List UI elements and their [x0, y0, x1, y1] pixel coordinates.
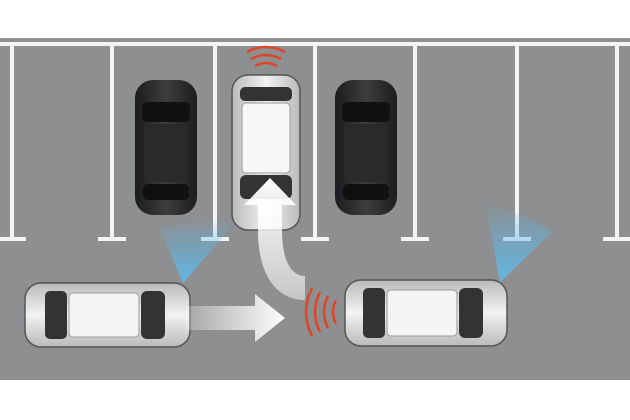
front-sensor-red-waves	[246, 45, 286, 68]
white-car-right	[344, 279, 508, 347]
stall-line-foot	[301, 237, 329, 241]
stall-line	[110, 44, 114, 240]
stall-line	[313, 44, 317, 240]
straight-arrow	[185, 294, 285, 342]
parked-dark-car-right	[335, 80, 397, 215]
blind-spot-blue-fan-right	[486, 205, 552, 282]
stall-line-foot	[603, 237, 630, 241]
stall-line	[615, 44, 619, 240]
stall-line	[10, 44, 14, 240]
moving-white-car-left	[24, 282, 191, 348]
stall-line-foot	[0, 237, 26, 241]
curved-arrow	[244, 178, 305, 300]
stall-line	[213, 44, 217, 240]
parking-white-car-center	[231, 74, 301, 231]
side-sensor-red-waves	[304, 287, 338, 337]
stall-line-foot	[98, 237, 126, 241]
stall-line	[413, 44, 417, 240]
blind-spot-blue-fan-left	[160, 220, 236, 283]
parked-dark-car-left	[135, 80, 197, 215]
stall-line-foot	[401, 237, 429, 241]
stall-line	[515, 44, 519, 240]
